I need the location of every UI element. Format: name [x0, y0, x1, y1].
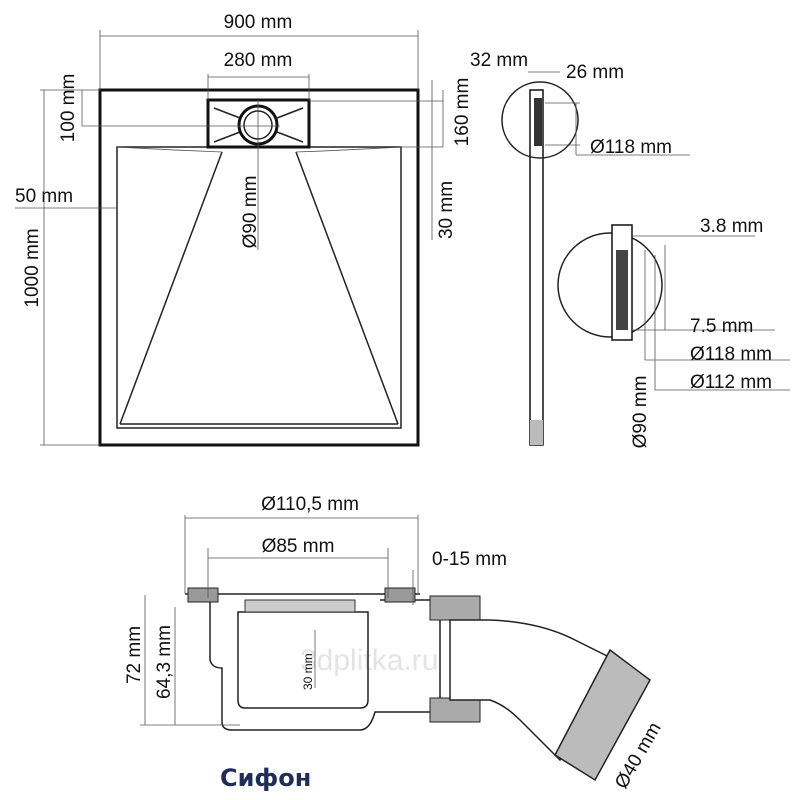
drain-housing [206, 98, 311, 149]
clamp-right [384, 587, 416, 603]
slope-label: 30 mm [436, 181, 457, 239]
body-height-label: 64,3 mm [154, 625, 175, 699]
siphon-body [185, 593, 441, 731]
d112-label: Ø112 mm [690, 372, 772, 393]
nut-top [429, 595, 481, 621]
slope-edges [116, 146, 402, 153]
height-label: 72 mm [124, 626, 145, 684]
siphon-section: 3dplitka.ru Ø110,5 mm Ø85 mm 0-15 mm 72 … [124, 494, 666, 793]
width-label: 900 mm [224, 12, 293, 33]
adjust-label: 0-15 mm [432, 549, 507, 570]
drain-diameter-label: Ø90 mm [240, 176, 261, 249]
clamp-left [187, 587, 219, 603]
siphon-outer-diameter-label: Ø110,5 mm [261, 494, 359, 515]
drain-offset-label: 100 mm [58, 74, 79, 143]
siphon-inner-diameter-label: Ø85 mm [262, 536, 335, 557]
edge-label: 3.8 mm [700, 216, 763, 237]
base-label: 26 mm [566, 62, 624, 83]
profile-drain-section [534, 98, 542, 146]
d118-label: Ø118 mm [690, 344, 772, 365]
profile-base [530, 420, 543, 445]
watermark: 3dplitka.ru [300, 644, 438, 677]
drain-ribs [213, 107, 304, 143]
detail-circle [557, 232, 663, 338]
drain-width-label: 280 mm [224, 50, 293, 71]
nut-bottom [429, 697, 481, 723]
detail-circle-top [501, 81, 579, 159]
outer-diameter-label: Ø118 mm [590, 137, 672, 158]
outlet-nut [554, 648, 651, 782]
d90-label: Ø90 mm [630, 376, 651, 449]
detail-drain-section [616, 250, 628, 330]
water-seal-label: 30 mm [301, 653, 315, 690]
siphon-grate [244, 599, 356, 613]
side-view: 32 mm 26 mm Ø118 mm [470, 50, 690, 446]
rim-label: 50 mm [15, 186, 73, 207]
slope-lines [119, 151, 399, 425]
thickness-label: 32 mm [470, 50, 528, 71]
siphon-cup [237, 611, 369, 709]
top-view: 900 mm 280 mm 100 mm 1000 mm 50 mm Ø90 m… [15, 12, 473, 447]
drain-depth-label: 160 mm [452, 78, 473, 147]
length-label: 1000 mm [22, 228, 43, 307]
tray-outline [98, 88, 420, 447]
step-label: 7.5 mm [690, 316, 753, 337]
detail-view: 3.8 mm 7.5 mm Ø118 mm Ø112 mm Ø90 mm [557, 216, 790, 449]
siphon-title: Сифон [220, 764, 311, 792]
